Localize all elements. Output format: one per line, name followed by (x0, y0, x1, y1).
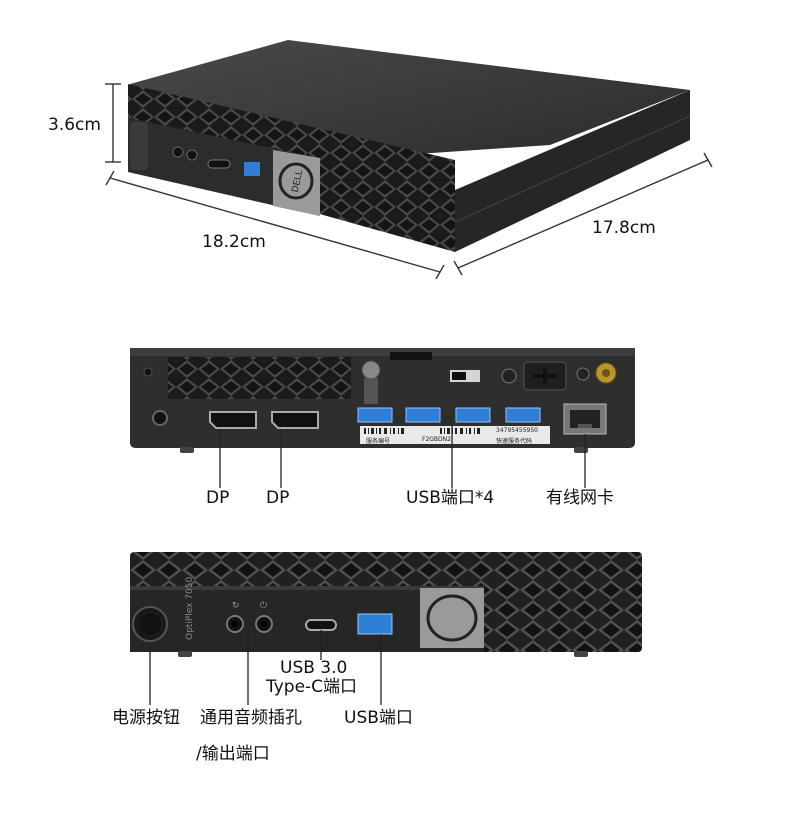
ethernet-label: 有线网卡 (546, 488, 614, 508)
sticker-text-2: 快速服务代码 (496, 438, 533, 445)
front-callout-lines (149, 630, 382, 705)
power-button-label: 电源按钮 (112, 708, 180, 728)
usb-port-label: USB端口 (344, 708, 413, 728)
usbc-label-line1: USB 3.0 (280, 658, 348, 678)
rear-usb-port-2 (405, 407, 441, 423)
height-label: 3.6cm (48, 115, 101, 135)
service-sticker (360, 426, 550, 444)
depth-label: 17.8cm (592, 218, 656, 238)
audio-label-line1: 通用音频插孔 (200, 708, 302, 728)
sticker-code: F2GBDN2 (422, 436, 451, 443)
rear-usb-port-3 (455, 407, 491, 423)
svg-text:DELL: DELL (291, 169, 305, 193)
usb-c-port (305, 619, 337, 631)
usbc-label-line2: Type-C端口 (266, 677, 358, 697)
power-in-port (152, 410, 168, 426)
usb-ports-label: USB端口*4 (406, 488, 495, 508)
dp-label-2: DP (266, 488, 290, 508)
front-usb-port (357, 613, 393, 635)
dimension-lines (105, 83, 713, 280)
sticker-text-1: 服务编号 (366, 438, 391, 445)
audio-label-line2: /输出端口 (196, 744, 270, 764)
rear-callout-lines (219, 424, 586, 488)
rear-usb-port-1 (357, 407, 393, 423)
chassis-right-side (455, 90, 690, 252)
model-text: OptiPlex 7050 (185, 577, 195, 640)
svg-text:↻: ↻ (232, 601, 240, 611)
dp-port-2 (271, 411, 319, 429)
rear-usb-port-4 (505, 407, 541, 423)
front-panel-view: OptiPlex 7050 ↻ ⏻ (130, 552, 642, 705)
dp-label-1: DP (206, 488, 230, 508)
width-label: 18.2cm (202, 232, 266, 252)
dell-badge-3d (273, 150, 320, 216)
usb-port-3d (244, 162, 260, 176)
rear-vent (168, 357, 351, 399)
rear-panel-view (130, 348, 635, 488)
dell-badge (420, 588, 484, 648)
isometric-view: DELL (105, 40, 713, 280)
sticker-number: 34795455950 (496, 427, 538, 434)
svg-text:⏻: ⏻ (260, 600, 267, 611)
dp-port-1 (209, 411, 257, 429)
